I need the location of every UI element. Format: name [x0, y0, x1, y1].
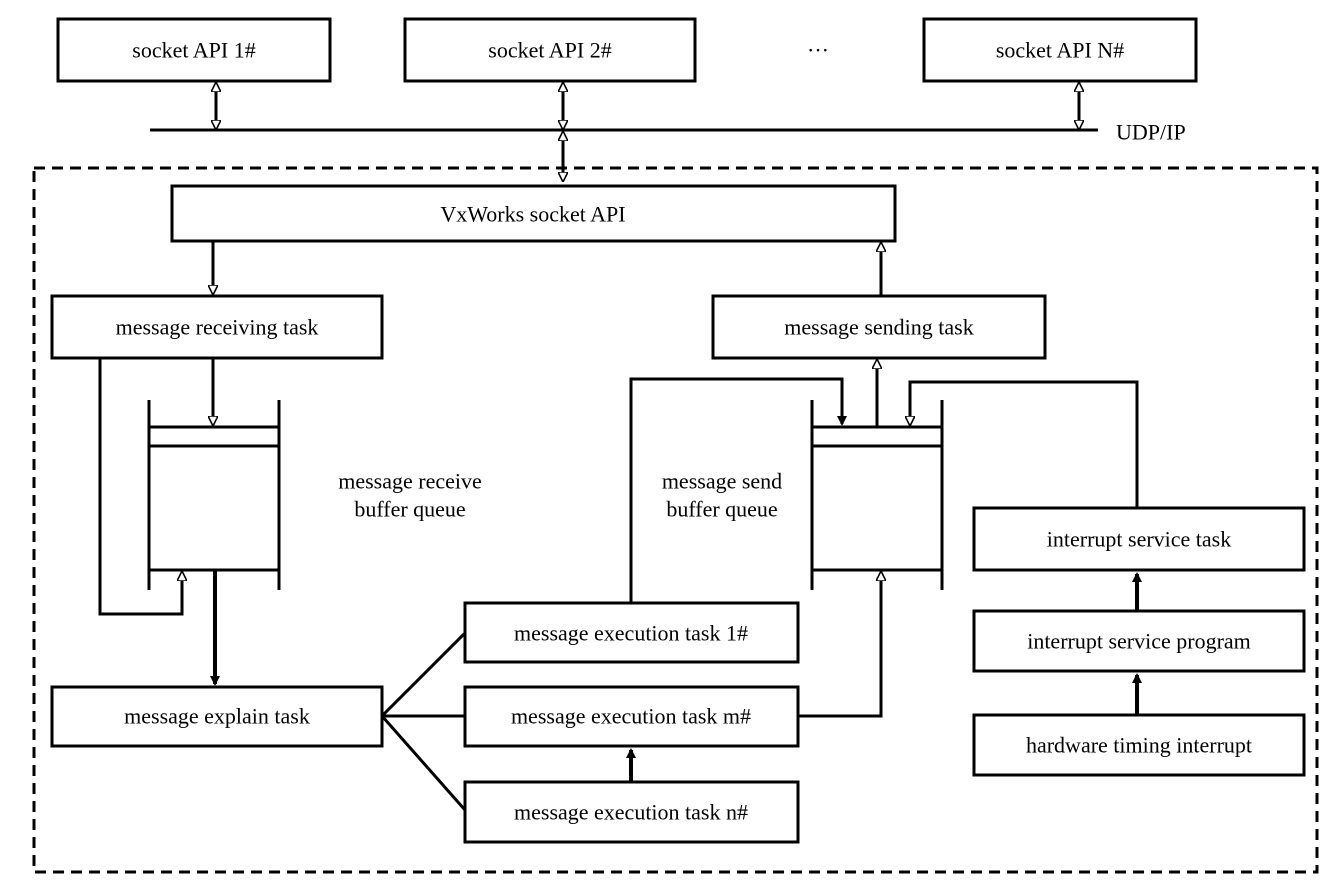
- receive-buffer-queue: [147, 400, 281, 590]
- socket-ellipsis: ···: [807, 38, 829, 63]
- hardware-timing-interrupt-box: hardware timing interrupt: [972, 713, 1306, 777]
- send-queue-label-line1: message send: [662, 469, 782, 494]
- interrupt-service-program-label: interrupt service program: [1027, 629, 1251, 654]
- send-queue-label-line2: buffer queue: [666, 497, 777, 522]
- message-explain-task-box: message explain task: [50, 685, 384, 748]
- message-execution-task-1-box: message execution task 1#: [463, 601, 800, 664]
- socket-api-2-box: socket API 2#: [403, 17, 697, 83]
- receive-queue-label-line2: buffer queue: [354, 497, 465, 522]
- interrupt-to-send-queue-arrow: [910, 380, 1139, 508]
- receiving-loop-arrow: [98, 358, 182, 616]
- exec-m-to-send-queue-arrow: [798, 573, 881, 718]
- socket-api-1-label: socket API 1#: [132, 38, 255, 63]
- message-execution-task-m-box: message execution task m#: [463, 685, 800, 748]
- udp-ip-label: UDP/IP: [1116, 120, 1186, 145]
- system-boundary: [32, 166, 1319, 874]
- socket-api-n-label: socket API N#: [996, 38, 1124, 63]
- exec1-to-send-queue-arrow: [629, 377, 847, 603]
- interrupt-service-task-label: interrupt service task: [1047, 527, 1232, 552]
- vxworks-socket-api-label: VxWorks socket API: [440, 202, 625, 227]
- message-sending-task-box: message sending task: [711, 294, 1047, 360]
- hardware-timing-interrupt-label: hardware timing interrupt: [1026, 733, 1252, 758]
- message-execution-task-m-label: message execution task m#: [511, 704, 751, 729]
- explain-to-exec-n-line: [380, 715, 467, 811]
- receive-queue-label-line1: message receive: [338, 469, 482, 494]
- message-explain-task-label: message explain task: [124, 704, 310, 729]
- socket-api-n-box: socket API N#: [922, 17, 1198, 83]
- send-buffer-queue: [810, 400, 944, 590]
- message-execution-task-n-label: message execution task n#: [514, 800, 748, 825]
- message-sending-task-label: message sending task: [784, 315, 973, 340]
- interrupt-service-program-box: interrupt service program: [972, 609, 1306, 673]
- message-receiving-task-label: message receiving task: [116, 315, 319, 340]
- interrupt-service-task-box: interrupt service task: [972, 506, 1306, 572]
- message-receiving-task-box: message receiving task: [50, 294, 384, 360]
- message-execution-task-n-box: message execution task n#: [463, 780, 800, 844]
- message-execution-task-1-label: message execution task 1#: [514, 621, 748, 646]
- socket-api-2-label: socket API 2#: [488, 38, 611, 63]
- explain-to-exec1-line: [380, 631, 467, 718]
- vxworks-socket-api-box: VxWorks socket API: [170, 184, 897, 243]
- socket-api-1-box: socket API 1#: [56, 17, 332, 83]
